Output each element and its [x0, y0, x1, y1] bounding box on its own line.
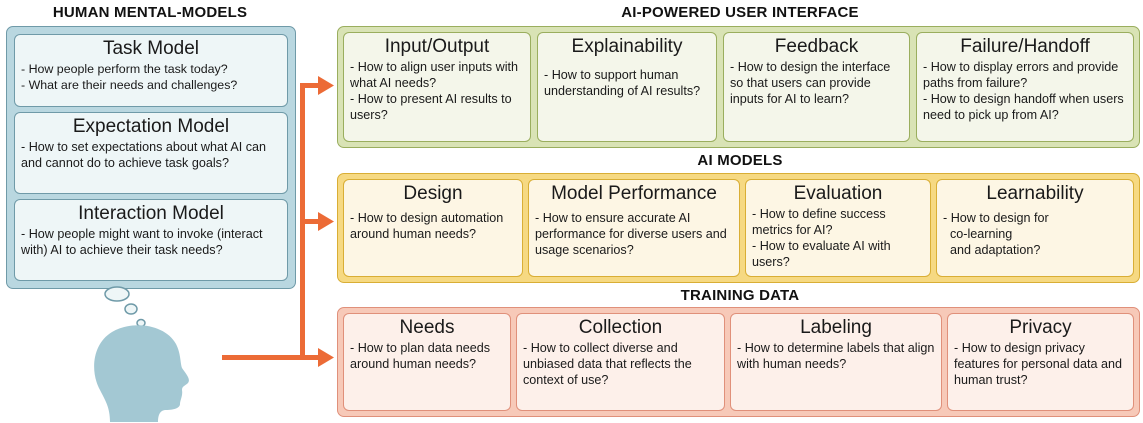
ui-section-title: AI-POWERED USER INTERFACE — [621, 4, 859, 21]
learnability-line-2: co-learning — [943, 227, 1013, 241]
card-title: Interaction Model — [78, 203, 224, 224]
arrow-to-ai — [300, 219, 322, 224]
design-card: Design - How to design automation around… — [343, 179, 523, 277]
card-title: Labeling — [800, 317, 872, 338]
card-body: - How to collect diverse and unbiased da… — [523, 341, 692, 387]
task-model-line-2: - What are their needs and challenges? — [21, 78, 238, 92]
failure-handoff-line-2: - How to design handoff when users need … — [923, 92, 1124, 122]
input-output-card: Input/Output - How to align user inputs … — [343, 32, 531, 142]
feedback-card: Feedback - How to design the interface s… — [723, 32, 910, 142]
card-body: - How to plan data needs around human ne… — [350, 341, 491, 371]
card-title: Explainability — [571, 36, 683, 57]
evaluation-card: Evaluation - How to define success metri… — [745, 179, 931, 277]
thinking-head-icon — [94, 286, 189, 422]
human-mental-models-title: HUMAN MENTAL-MODELS — [52, 4, 248, 21]
arrowhead-ui — [318, 76, 334, 95]
input-output-line-2: - How to present AI results to users? — [350, 92, 512, 122]
learnability-line-3: and adaptation? — [943, 243, 1041, 257]
labeling-card: Labeling - How to determine labels that … — [730, 313, 942, 411]
card-body: - How to set expectations about what AI … — [21, 140, 267, 170]
learnability-card: Learnability - How to design for co-lear… — [936, 179, 1134, 277]
head-silhouette — [94, 325, 189, 422]
evaluation-line-2: - How to evaluate AI with users? — [752, 239, 891, 269]
card-title: Evaluation — [793, 183, 883, 204]
card-body: - How to define success metrics for AI? … — [752, 206, 924, 270]
card-title: Task Model — [102, 38, 200, 59]
input-output-line-1: - How to align user inputs with what AI … — [350, 60, 518, 90]
card-body: - How people perform the task today? - W… — [21, 61, 281, 93]
arrow-to-ui — [300, 83, 322, 88]
card-title: Failure/Handoff — [960, 36, 1090, 57]
privacy-card: Privacy - How to design privacy features… — [947, 313, 1134, 411]
card-title: Design — [403, 183, 463, 204]
model-performance-card: Model Performance - How to ensure accura… — [528, 179, 740, 277]
card-body: - How to display errors and provide path… — [923, 59, 1127, 123]
task-model-card: Task Model - How people perform the task… — [14, 34, 288, 107]
explainability-card: Explainability - How to support human un… — [537, 32, 717, 142]
card-title: Feedback — [774, 36, 859, 57]
ai-models-title: AI MODELS — [697, 152, 783, 169]
card-title: Input/Output — [384, 36, 490, 57]
collection-card: Collection - How to collect diverse and … — [516, 313, 725, 411]
card-title: Collection — [578, 317, 663, 338]
card-body: - How to design for co-learning and adap… — [943, 206, 1127, 258]
failure-handoff-line-1: - How to display errors and provide path… — [923, 60, 1119, 90]
card-title: Privacy — [1009, 317, 1072, 338]
card-title: Learnability — [986, 183, 1084, 204]
card-body: - How to ensure accurate AI performance … — [535, 211, 727, 257]
needs-card: Needs - How to plan data needs around hu… — [343, 313, 511, 411]
card-title: Needs — [399, 317, 455, 338]
task-model-line-1: - How people perform the task today? — [21, 62, 228, 76]
thought-bubble-large — [104, 286, 130, 302]
arrowhead-ai — [318, 212, 334, 231]
thought-bubble-medium — [124, 303, 138, 315]
card-body: - How to design the interface so that us… — [730, 60, 891, 106]
evaluation-line-1: - How to define success metrics for AI? — [752, 207, 886, 237]
interaction-model-card: Interaction Model - How people might wan… — [14, 199, 288, 281]
learnability-line-1: - How to design for — [943, 211, 1049, 225]
expectation-model-card: Expectation Model - How to set expectati… — [14, 112, 288, 194]
failure-handoff-card: Failure/Handoff - How to display errors … — [916, 32, 1134, 142]
arrow-from-head — [222, 355, 303, 360]
card-body: - How to determine labels that align wit… — [737, 341, 935, 371]
card-body: - How to design automation around human … — [350, 211, 504, 241]
card-title: Model Performance — [551, 183, 717, 204]
card-body: - How to align user inputs with what AI … — [350, 59, 524, 123]
arrow-to-td — [300, 355, 322, 360]
card-title: Expectation Model — [72, 116, 230, 137]
card-body: - How people might want to invoke (inter… — [21, 227, 263, 257]
training-data-title: TRAINING DATA — [680, 287, 800, 304]
card-body: - How to design privacy features for per… — [954, 341, 1123, 387]
card-body: - How to support human understanding of … — [544, 68, 701, 98]
arrowhead-td — [318, 348, 334, 367]
